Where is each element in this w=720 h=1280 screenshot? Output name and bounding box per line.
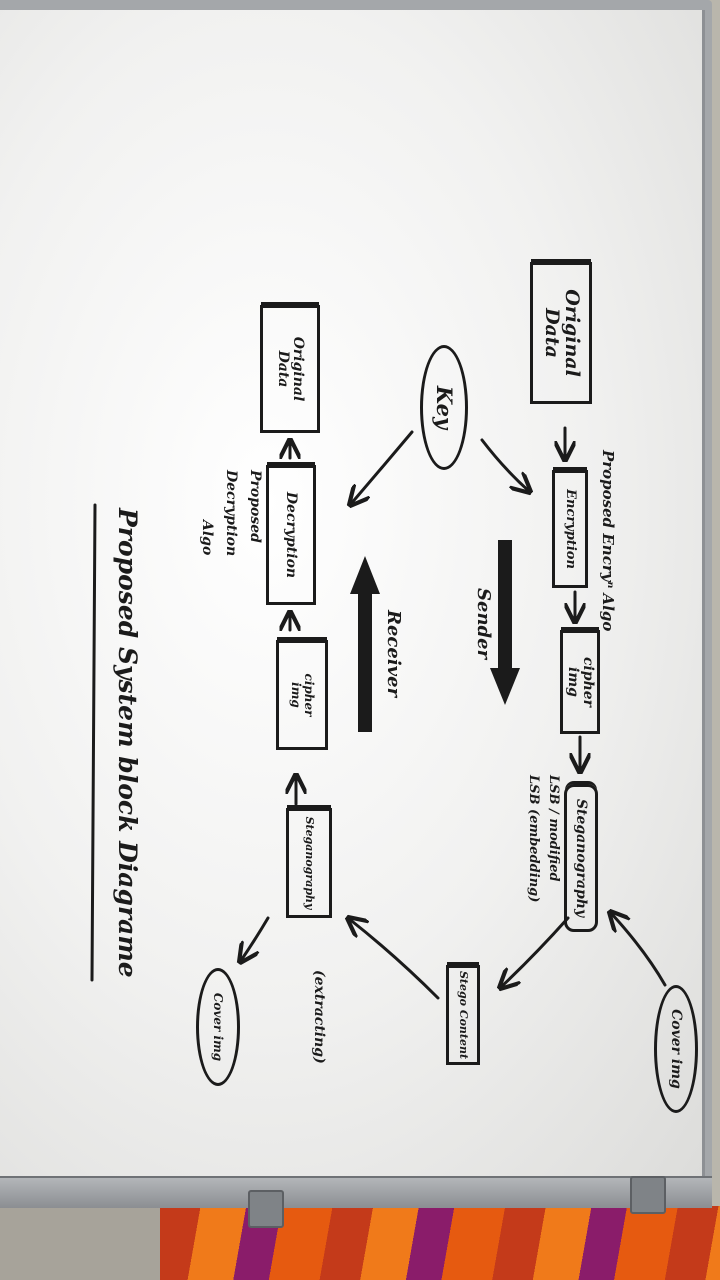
whiteboard-surface: [0, 10, 705, 1182]
arrow-key-to-encryption: [480, 438, 530, 492]
key-oval: Key: [420, 345, 468, 470]
node-label: Steganography: [573, 798, 590, 918]
sender-arrow-head: [490, 668, 520, 705]
rail-clip: [630, 1176, 666, 1214]
diagram-title: Proposed System block Diagrame: [113, 508, 142, 978]
cipher-img-box-bottom: cipher img: [276, 640, 328, 750]
node-label: Stego Content: [456, 970, 470, 1060]
receiver-label: Receiver: [383, 610, 404, 698]
decryption-algo-note-3: Algo: [199, 520, 215, 556]
encryption-algo-note: Proposed Encryⁿ Algo: [599, 450, 617, 632]
node-label: Original: [560, 289, 583, 377]
node-label: Data: [541, 308, 563, 358]
sender-label: Sender: [473, 588, 494, 660]
lsb-note-line-1: LSB / modified: [546, 775, 561, 882]
decryption-algo-note-2: Decryption: [223, 470, 239, 557]
cover-img-oval-bottom: Cover img: [196, 968, 240, 1086]
node-label: img: [289, 682, 303, 708]
floor: [0, 1206, 160, 1280]
steganography-box-bottom: Steganography: [286, 808, 332, 918]
node-label: img: [565, 667, 581, 697]
rail-clip: [248, 1190, 284, 1228]
whiteboard-bottom-rail: [0, 1176, 712, 1208]
flow-direction-arrows: [350, 540, 520, 732]
stego-content-box: Stego Content: [446, 965, 480, 1065]
sender-arrow-shaft: [498, 540, 512, 670]
arrow-stego-to-content: [500, 916, 570, 988]
lsb-note-line-2: LSB (embedding): [526, 775, 541, 903]
extracting-note: (extracting): [311, 970, 327, 1064]
node-label: Encryption: [562, 489, 578, 569]
node-label: Cover img: [668, 1009, 685, 1089]
node-label: cipher: [579, 656, 596, 708]
arrow-key-to-decryption: [350, 430, 414, 505]
node-label: Steganography: [302, 816, 316, 910]
arrow-stego-to-cover: [240, 916, 270, 962]
receiver-arrow-shaft: [358, 592, 372, 732]
arrow-cover-to-stego: [610, 912, 667, 987]
original-data-box-top: Original Data: [530, 262, 592, 404]
arrow-content-to-stego: [348, 918, 440, 1000]
encryption-box: Encryption: [552, 470, 588, 588]
node-label: Key: [432, 385, 458, 430]
decryption-algo-note-1: Proposed: [247, 470, 263, 543]
receiver-arrow-head: [350, 556, 380, 594]
node-label: Data: [275, 350, 291, 388]
node-label: cipher: [301, 673, 316, 717]
title-underline: [90, 503, 97, 982]
cover-img-oval-top: Cover img: [654, 985, 698, 1113]
steganography-box-top: Steganography: [564, 784, 598, 932]
decryption-box: Decryption: [266, 465, 316, 605]
node-label: Cover img: [211, 992, 226, 1062]
node-label: Decryption: [283, 491, 300, 579]
node-label: Original: [289, 336, 306, 402]
cipher-img-box-top: cipher img: [560, 630, 600, 734]
original-data-box-bottom: Original Data: [260, 305, 320, 433]
